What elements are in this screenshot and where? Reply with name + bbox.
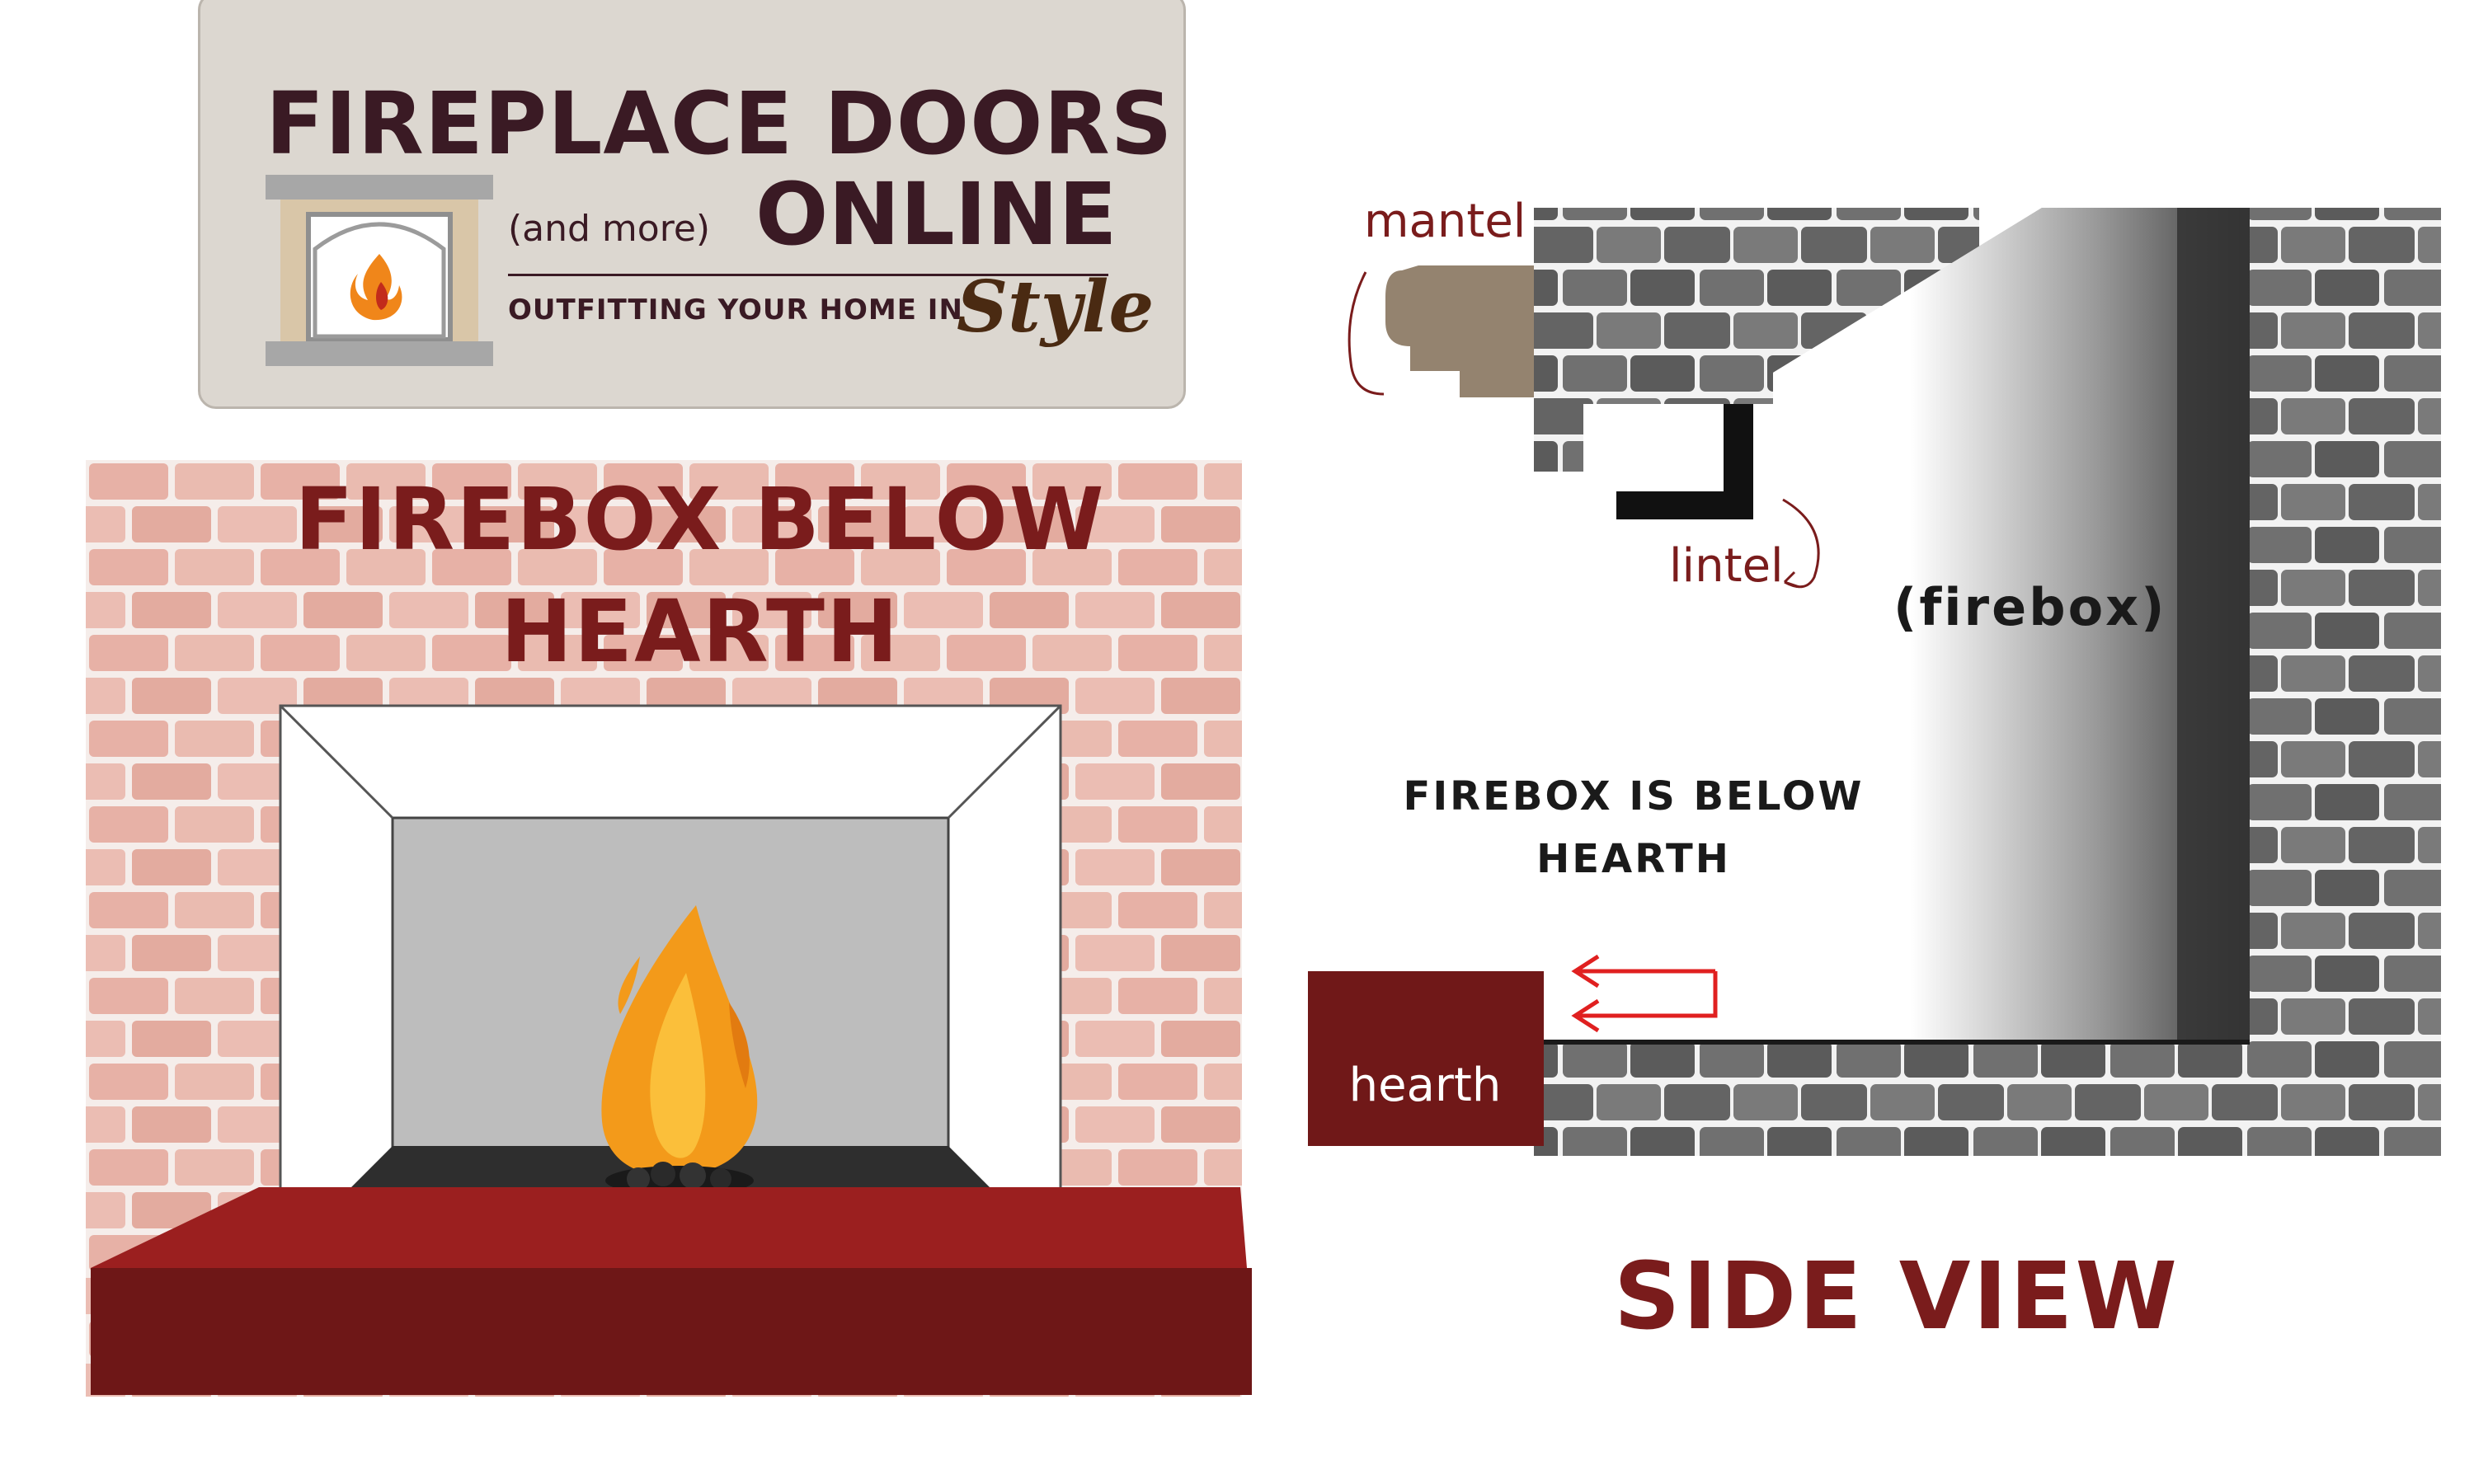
front-view-title: FIREBOX BELOW HEARTH [294, 469, 1106, 682]
firebox-note: FIREBOX IS BELOW HEARTH [1403, 773, 1865, 882]
mantel-label: mantel [1364, 195, 1526, 248]
front-fireplace [91, 704, 1252, 1395]
logo-small-text: (and more) [508, 208, 711, 250]
hearth-label: hearth [1348, 1059, 1502, 1112]
arrow-icon [1571, 954, 1718, 1033]
logo-script-word: Style [957, 265, 1155, 349]
logo-divider [508, 274, 1108, 276]
logo-title-line1: FIREPLACE DOORS [266, 73, 1174, 174]
lintel-label: lintel [1669, 539, 1784, 593]
side-view-diagram [1308, 208, 2441, 1156]
logo-title-line2: ONLINE [755, 164, 1117, 265]
logo-tagline: OUTFITTING YOUR HOME IN [508, 294, 963, 326]
firebox-label: (firebox) [1893, 577, 2167, 637]
fireplace-logo-icon [266, 175, 493, 366]
side-view-caption: SIDE VIEW [1613, 1243, 2180, 1350]
